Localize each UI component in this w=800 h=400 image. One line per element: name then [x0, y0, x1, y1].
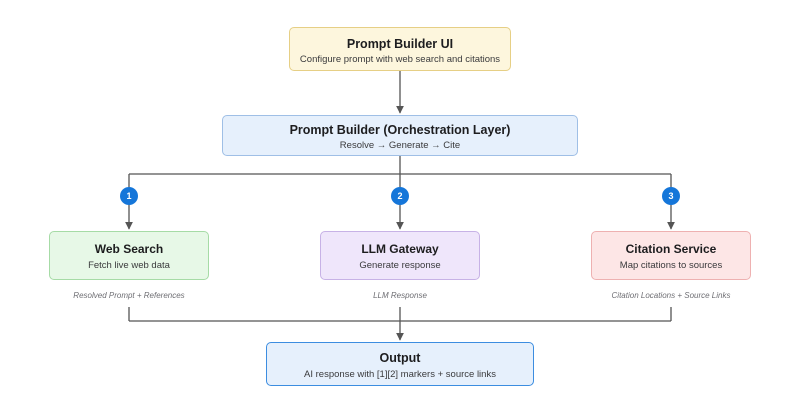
node-subtitle: Generate response: [359, 260, 441, 271]
citation-service-output-label: Citation Locations + Source Links: [611, 291, 731, 300]
node-subtitle: Fetch live web data: [88, 260, 170, 271]
prompt-builder-ui-node: Prompt Builder UI Configure prompt with …: [289, 27, 511, 71]
node-subtitle: AI response with [1][2] markers + source…: [304, 369, 496, 380]
output-node: Output AI response with [1][2] markers +…: [266, 342, 534, 386]
step-badge-1: 1: [120, 187, 138, 205]
node-title: Output: [379, 351, 421, 365]
node-title: Web Search: [94, 242, 164, 256]
step-badge-2: 2: [391, 187, 409, 205]
node-title: Prompt Builder UI: [346, 37, 454, 51]
web-search-output-label: Resolved Prompt + References: [73, 291, 185, 300]
node-title: LLM Gateway: [361, 242, 439, 256]
llm-gateway-node: LLM Gateway Generate response: [320, 231, 480, 280]
node-subtitle: Map citations to sources: [619, 260, 723, 271]
node-subtitle: Configure prompt with web search and cit…: [299, 54, 501, 65]
node-title: Prompt Builder (Orchestration Layer): [289, 123, 511, 137]
orchestration-layer-node: Prompt Builder (Orchestration Layer) Res…: [222, 115, 578, 156]
node-subtitle: Resolve → Generate → Cite: [339, 140, 461, 151]
step-badge-3: 3: [662, 187, 680, 205]
node-title: Citation Service: [625, 242, 717, 256]
citation-service-node: Citation Service Map citations to source…: [591, 231, 751, 280]
llm-gateway-output-label: LLM Response: [373, 291, 427, 300]
web-search-node: Web Search Fetch live web data: [49, 231, 209, 280]
